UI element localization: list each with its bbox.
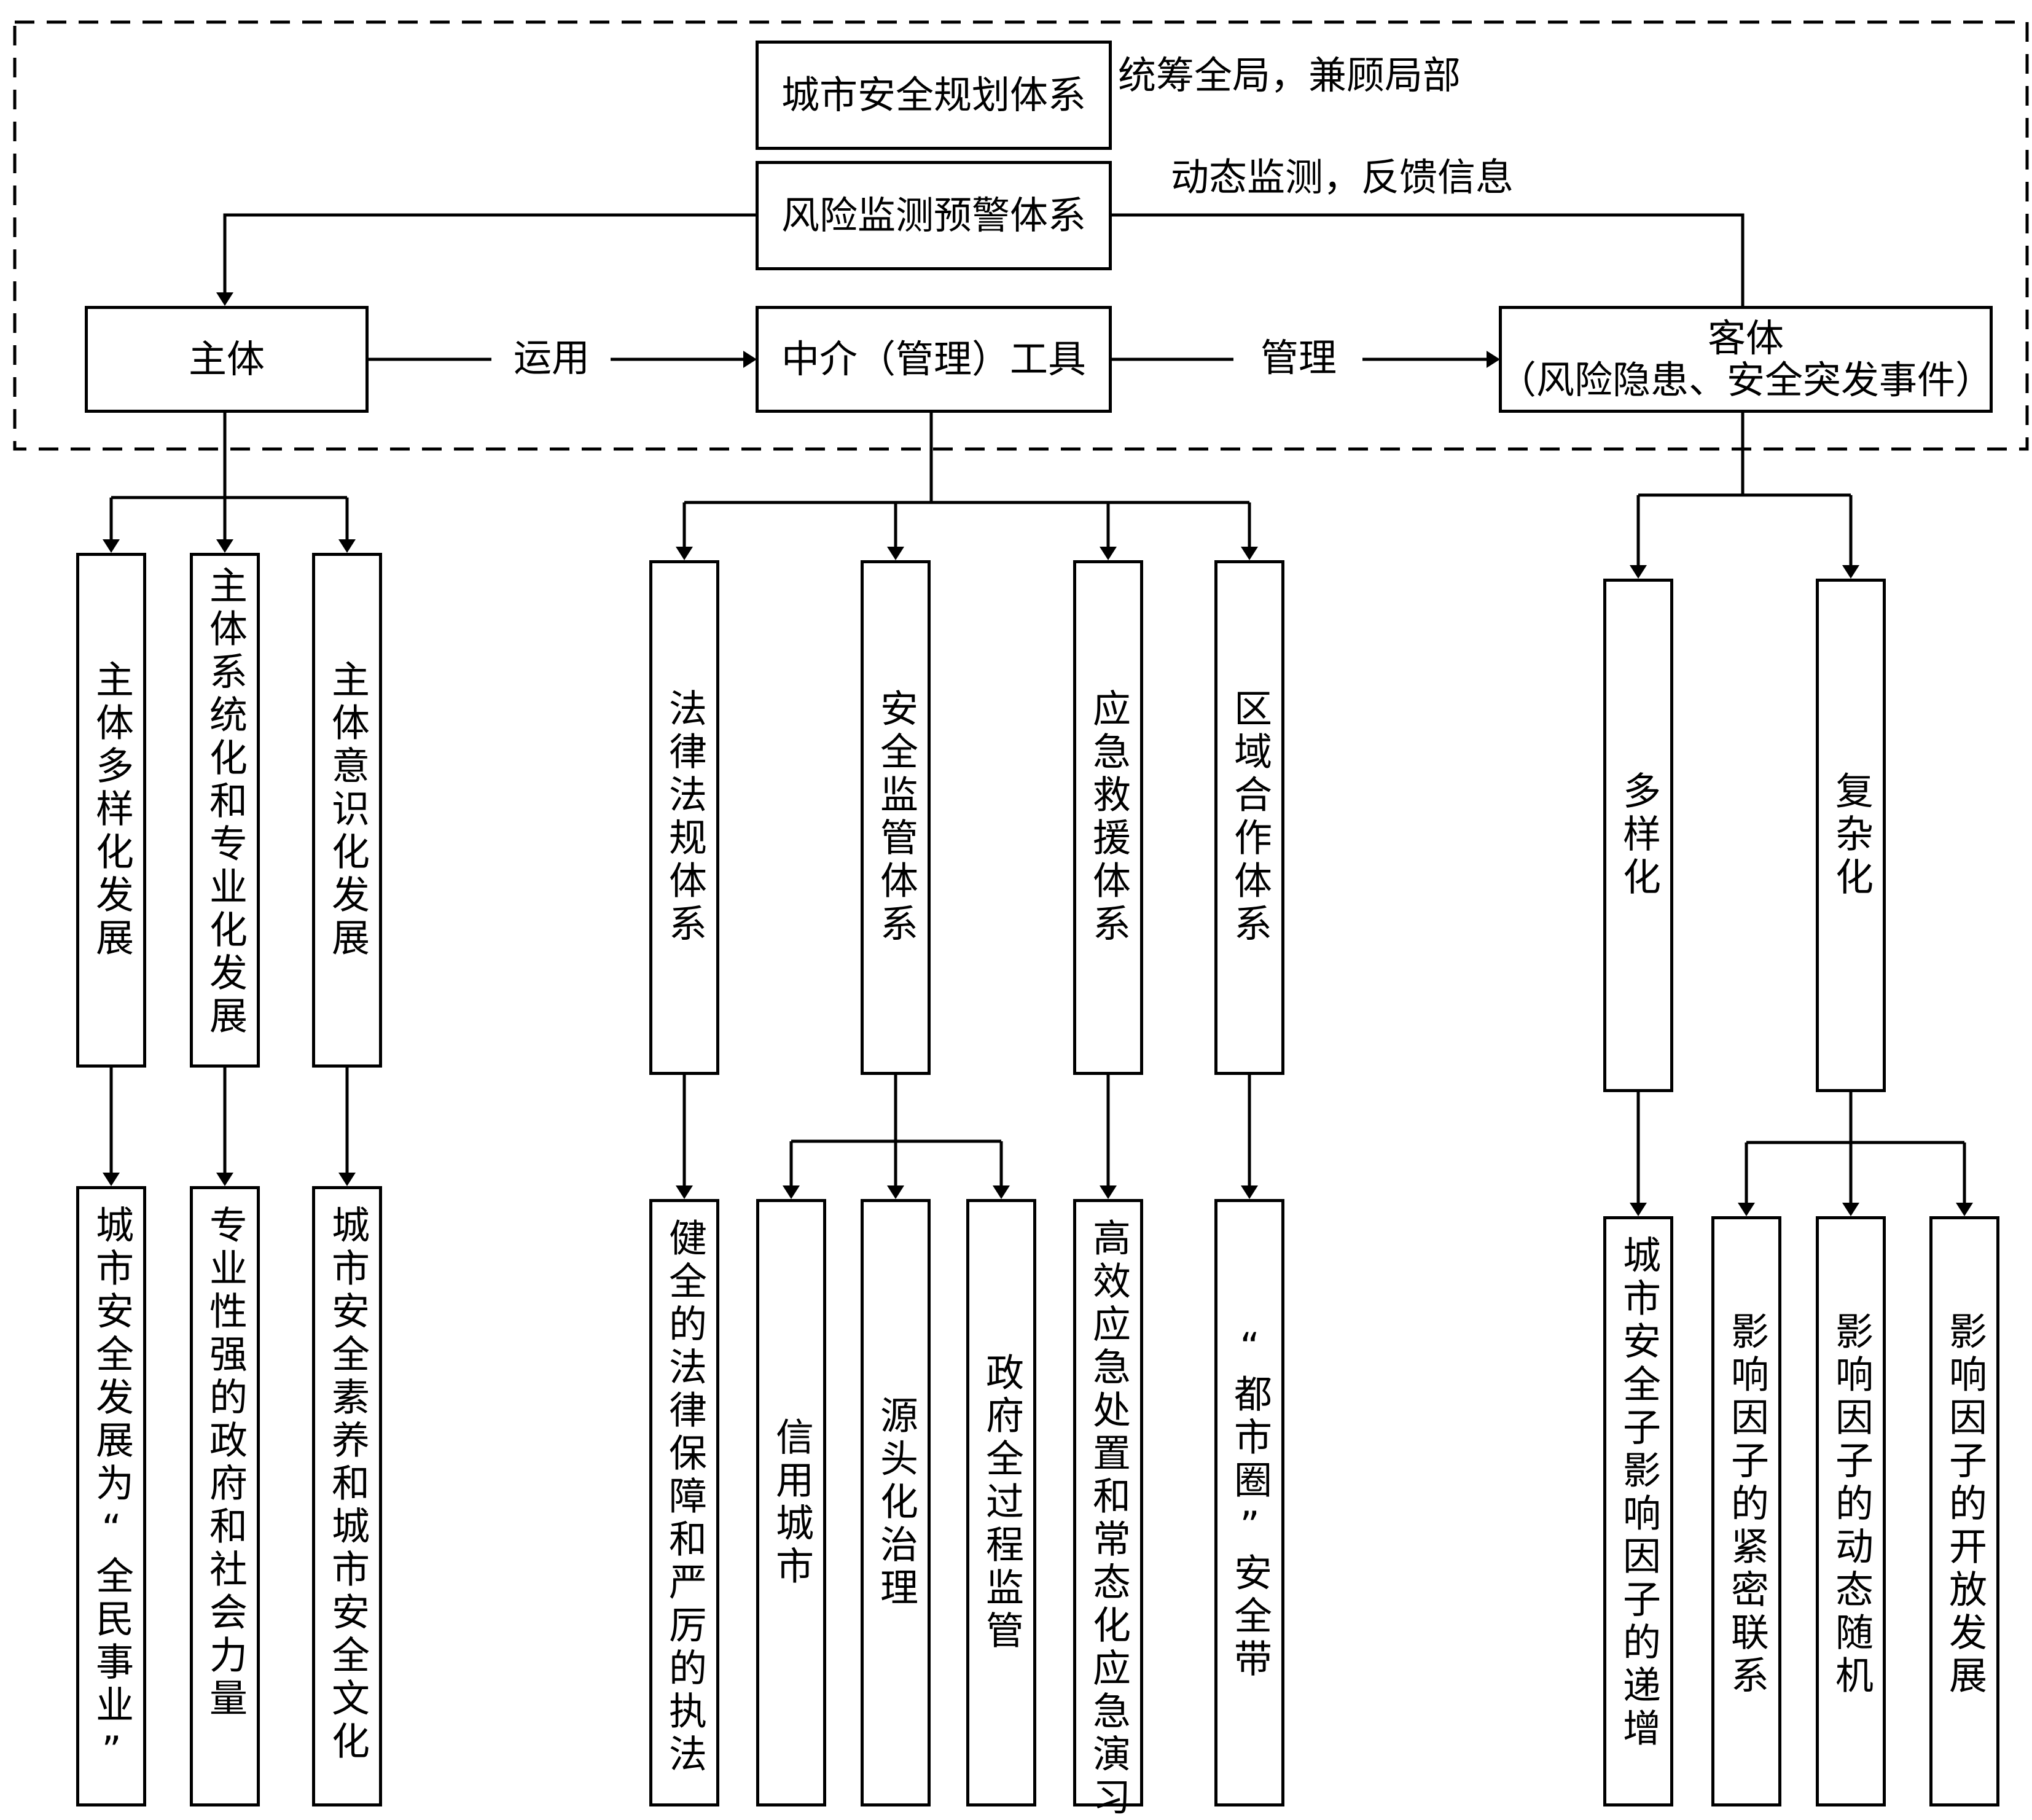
arrowhead xyxy=(216,292,233,306)
factor-open-box: 影响因子的开放发展 xyxy=(1929,1216,1999,1806)
emergency-drill-box: 高效应急处置和常态化应急演习 xyxy=(1073,1199,1143,1820)
emergency-rescue-box: 应急救援体系 xyxy=(1073,560,1143,1075)
factor-increase-label: 城市安全子影响因子的递增 xyxy=(1616,1235,1661,1751)
diversification-box: 多样化 xyxy=(1603,579,1673,1092)
complexity-box: 复杂化 xyxy=(1816,579,1886,1092)
subject-diversify-box: 主体多样化发展 xyxy=(76,553,146,1068)
regional-cooperation-label: 区域合作体系 xyxy=(1227,689,1272,947)
subject-systematize-box: 主体系统化和专业化发展 xyxy=(190,553,260,1068)
subject-box: 主体 xyxy=(85,306,369,413)
planning-system-box: 城市安全规划体系 xyxy=(756,41,1112,150)
object-label-line2: （风险隐患、安全突发事件） xyxy=(1498,357,1994,402)
factor-dynamic-box: 影响因子的动态随机 xyxy=(1816,1216,1886,1806)
arrowhead xyxy=(743,351,757,368)
subject-label: 主体 xyxy=(188,336,265,381)
monitoring-note: 动态监测，反馈信息 xyxy=(1171,155,1514,200)
manage-label: 管理 xyxy=(1260,335,1337,380)
object-label-line1: 客体 xyxy=(1707,315,1784,361)
factor-open-label: 影响因子的开放发展 xyxy=(1942,1311,1987,1698)
arrowhead xyxy=(1487,351,1500,368)
monitoring-system-box: 风险监测预警体系 xyxy=(756,161,1112,270)
feedback-arrow xyxy=(1112,213,1745,306)
whole-process-supervision-box: 政府全过程监管 xyxy=(966,1199,1036,1806)
source-governance-box: 源头化治理 xyxy=(861,1199,931,1806)
use-label: 运用 xyxy=(514,335,590,380)
whole-process-supervision-label: 政府全过程监管 xyxy=(979,1352,1024,1654)
subject-awareness-label: 主体意识化发展 xyxy=(325,660,370,961)
factor-dynamic-label: 影响因子的动态随机 xyxy=(1829,1311,1874,1698)
professional-force-label: 专业性强的政府和社会力量 xyxy=(203,1205,248,1721)
credit-city-box: 信用城市 xyxy=(756,1199,826,1806)
legal-system-box: 法律法规体系 xyxy=(649,560,719,1075)
regional-cooperation-box: 区域合作体系 xyxy=(1214,560,1284,1075)
planning-note: 统筹全局，兼顾局部 xyxy=(1118,53,1461,98)
subject-systematize-label: 主体系统化和专业化发展 xyxy=(203,566,248,1039)
dashed-frame xyxy=(13,20,2029,451)
legal-guarantee-label: 健全的法律保障和严厉的执法 xyxy=(662,1218,707,1777)
complexity-label: 复杂化 xyxy=(1829,771,1874,900)
whole-people-cause-box: 城市安全发展为“全民事业” xyxy=(76,1186,146,1806)
factor-linkage-label: 影响因子的紧密联系 xyxy=(1724,1311,1769,1698)
emergency-rescue-label: 应急救援体系 xyxy=(1086,689,1131,947)
whole-people-cause-label: 城市安全发展为“全民事业” xyxy=(89,1205,134,1778)
tools-label: 中介（管理）工具 xyxy=(781,336,1086,381)
subject-diversify-label: 主体多样化发展 xyxy=(89,660,134,961)
factor-linkage-box: 影响因子的紧密联系 xyxy=(1711,1216,1781,1806)
planning-system-label: 城市安全规划体系 xyxy=(781,72,1086,117)
emergency-drill-label: 高效应急处置和常态化应急演习 xyxy=(1086,1218,1131,1820)
safety-culture-label: 城市安全素养和城市安全文化 xyxy=(325,1205,370,1764)
metro-safety-belt-label: “都市圈”安全带 xyxy=(1227,1324,1272,1682)
professional-force-box: 专业性强的政府和社会力量 xyxy=(190,1186,260,1806)
metro-safety-belt-box: “都市圈”安全带 xyxy=(1214,1199,1284,1806)
monitoring-system-label: 风险监测预警体系 xyxy=(781,192,1086,238)
factor-increase-box: 城市安全子影响因子的递增 xyxy=(1603,1216,1673,1806)
credit-city-label: 信用城市 xyxy=(769,1416,814,1589)
legal-system-label: 法律法规体系 xyxy=(662,689,707,947)
subject-awareness-box: 主体意识化发展 xyxy=(312,553,382,1068)
safety-supervision-label: 安全监管体系 xyxy=(873,689,918,947)
object-box: 客体 （风险隐患、安全突发事件） xyxy=(1498,306,1994,413)
tools-box: 中介（管理）工具 xyxy=(756,306,1112,413)
safety-supervision-box: 安全监管体系 xyxy=(861,560,931,1075)
safety-culture-box: 城市安全素养和城市安全文化 xyxy=(312,1186,382,1806)
legal-guarantee-box: 健全的法律保障和严厉的执法 xyxy=(649,1199,719,1806)
monitoring-to-subject-arrow xyxy=(223,213,756,300)
source-governance-label: 源头化治理 xyxy=(873,1395,918,1611)
diversification-label: 多样化 xyxy=(1616,771,1661,900)
